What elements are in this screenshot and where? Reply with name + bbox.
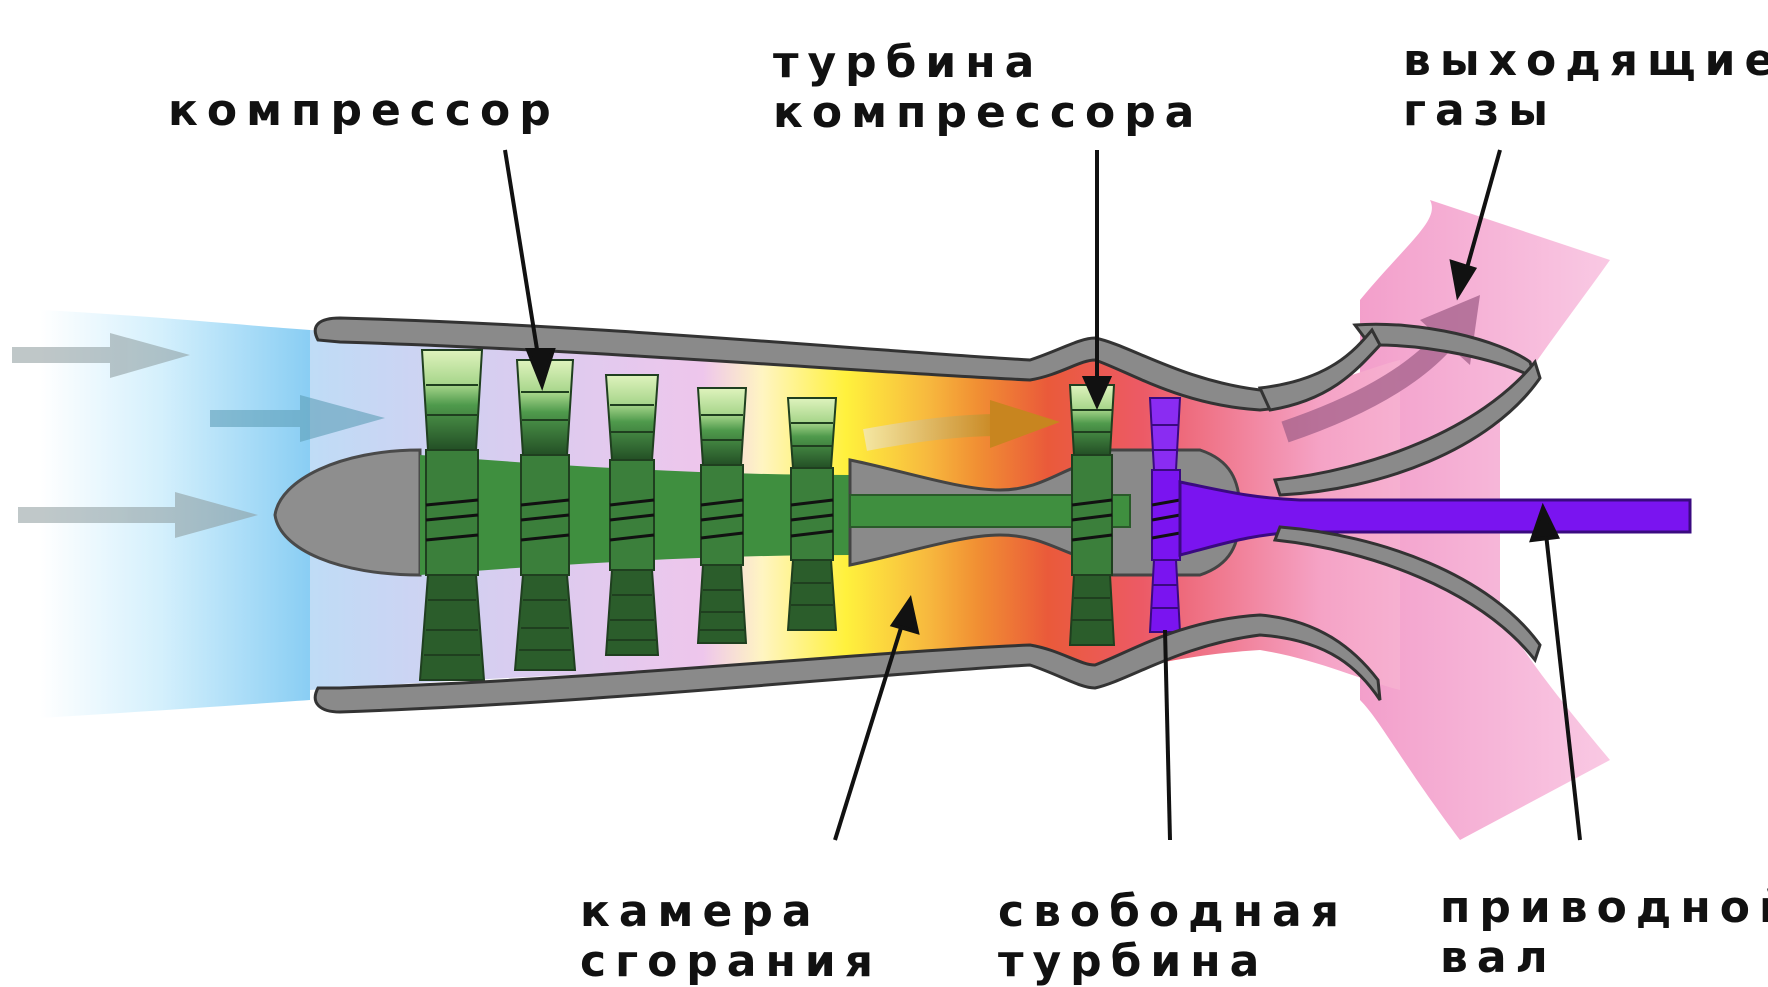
label-exhaust-gases-line1: выходящие: [1403, 36, 1768, 86]
label-compressor-turbine-line2: компрессора: [773, 88, 1203, 138]
label-compressor: компрессор: [168, 86, 560, 136]
label-drive-shaft-line1: приводной: [1440, 883, 1768, 933]
label-combustion-chamber-line1: камера: [580, 887, 882, 937]
compressor-blade-stage: [698, 388, 746, 643]
compressor-blade-stage: [420, 350, 484, 680]
label-compressor-turbine: турбина компрессора: [773, 38, 1203, 138]
label-exhaust-gases: выходящие газы: [1403, 36, 1768, 136]
label-free-turbine: свободная турбина: [998, 887, 1348, 987]
compressor-turbine-blades: [1070, 385, 1114, 645]
label-drive-shaft-line2: вал: [1440, 933, 1768, 983]
compressor-blade-stage: [788, 398, 836, 630]
label-compressor-turbine-line1: турбина: [773, 38, 1203, 88]
label-free-turbine-line1: свободная: [998, 887, 1348, 937]
label-compressor-line: компрессор: [168, 86, 560, 136]
label-combustion-chamber: камера сгорания: [580, 887, 882, 987]
label-exhaust-gases-line2: газы: [1403, 86, 1768, 136]
compressor-blade-stage: [515, 360, 575, 670]
free-turbine: [1150, 398, 1180, 632]
pointer-free-turbine: [1165, 630, 1170, 840]
compressor-blade-stage: [606, 375, 658, 655]
label-drive-shaft: приводной вал: [1440, 883, 1768, 983]
